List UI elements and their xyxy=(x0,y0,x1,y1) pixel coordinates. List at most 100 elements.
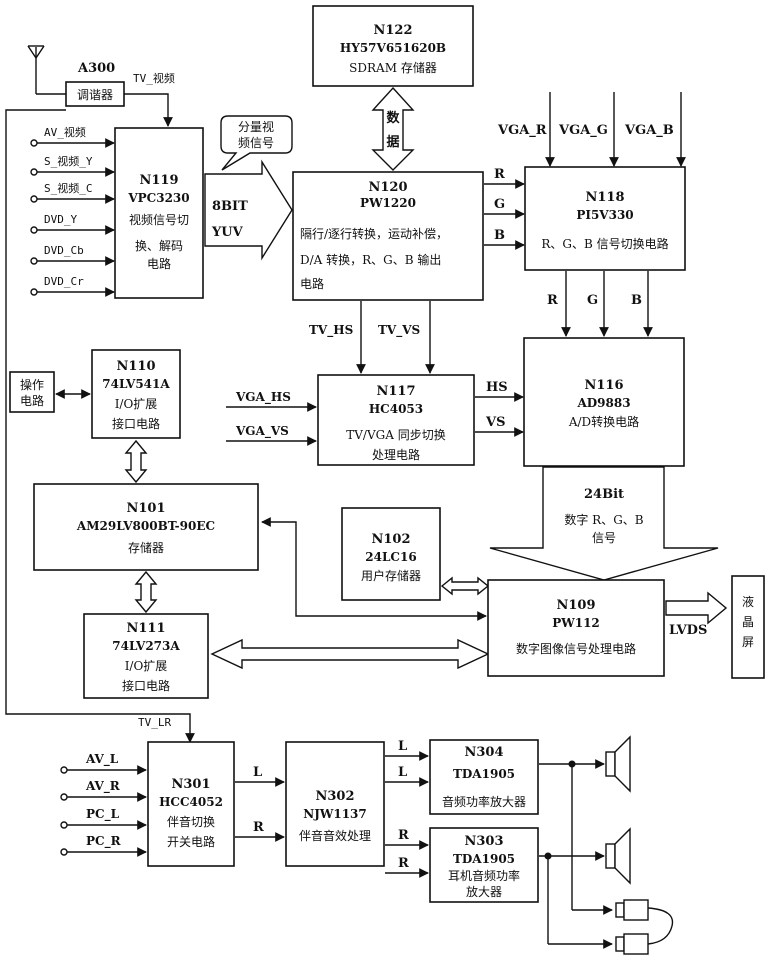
n119-line4: 电路 xyxy=(147,256,171,271)
n120-id: N120 xyxy=(368,180,407,195)
data-label-1: 数 xyxy=(386,110,400,126)
tv-lr-label: TV_LR xyxy=(138,716,171,729)
n110-line3: 接口电路 xyxy=(112,416,160,431)
n110-box xyxy=(91,349,181,439)
n122-id: N122 xyxy=(373,23,412,38)
n301-box xyxy=(147,741,235,867)
n118-id: N118 xyxy=(585,190,624,205)
n302-box xyxy=(285,741,385,867)
n303-line3: 放大器 xyxy=(466,884,502,899)
op-line2: 电路 xyxy=(20,393,44,408)
r-label-3: R xyxy=(253,820,264,835)
n101-n109-link xyxy=(261,517,487,621)
n122-line1: HY57V651620B xyxy=(340,41,446,55)
n304-id: N304 xyxy=(464,745,503,760)
video-input-3: DVD_Y xyxy=(30,213,115,235)
n102-box xyxy=(341,507,441,601)
n117-line1: HC4053 xyxy=(369,402,423,416)
n301-id: N301 xyxy=(171,777,210,792)
a300-id: A300 xyxy=(77,61,115,76)
n302-line1: NJW1137 xyxy=(303,807,367,821)
r-label-2: R xyxy=(547,293,558,308)
n118-line1: PI5V330 xyxy=(576,208,633,222)
b-label-2: B xyxy=(631,293,642,308)
n111-line1: 74LV273A xyxy=(112,639,180,653)
tv-hs-label: TV_HS xyxy=(309,323,353,338)
svg-text:S_视频_C: S_视频_C xyxy=(44,181,93,195)
tuner-label: 调谐器 xyxy=(77,88,113,102)
n303-box xyxy=(429,827,539,903)
vga-b-label: VGA_B xyxy=(624,123,674,138)
lcd-char-1: 液 xyxy=(742,594,754,609)
tv-lr-bus-line xyxy=(5,109,195,743)
n301-line3: 开关电路 xyxy=(167,834,215,849)
bit8-label: 8BIT xyxy=(212,199,248,214)
n102-line1: 24LC16 xyxy=(365,550,416,564)
n117-box xyxy=(317,374,475,466)
speaker-icon xyxy=(605,827,631,885)
r-label-5: R xyxy=(398,856,409,871)
n122-box xyxy=(312,5,474,87)
svg-text:DVD_Y: DVD_Y xyxy=(44,213,77,226)
audio-input-1: AV_R xyxy=(60,779,147,802)
n116-id: N116 xyxy=(584,378,623,393)
n119-line2: 视频信号切 xyxy=(129,212,189,227)
n303-line1: TDA1905 xyxy=(453,852,515,866)
n117-line2: TV/VGA 同步切换 xyxy=(346,428,445,442)
n301-line1: HCC4052 xyxy=(159,795,223,809)
n101-line2: 存储器 xyxy=(128,540,164,555)
vga-r-label: VGA_R xyxy=(497,123,547,138)
yuv-bus-arrow xyxy=(204,159,293,261)
n304-line1: TDA1905 xyxy=(453,767,515,781)
lvds-arrow xyxy=(665,591,728,625)
n116-line2: A/D转换电路 xyxy=(568,414,639,429)
svg-text:PC_R: PC_R xyxy=(86,834,122,849)
video-input-5: DVD_Cr xyxy=(30,275,115,297)
data-label-2: 据 xyxy=(386,134,399,150)
n109-line1: PW112 xyxy=(552,616,600,630)
vs-label: VS xyxy=(485,415,505,430)
n302-line2: 伴音音效处理 xyxy=(299,828,371,843)
headphones-icon xyxy=(615,899,674,955)
op-line1: 操作 xyxy=(20,377,44,392)
n119-line3: 换、解码 xyxy=(135,239,183,253)
r-label-4: R xyxy=(398,828,409,843)
hs-label: HS xyxy=(486,380,508,395)
tv-video-line xyxy=(124,93,173,127)
lcd-box xyxy=(731,575,765,679)
n118-box xyxy=(524,166,686,271)
n102-line2: 用户存储器 xyxy=(361,568,421,583)
g-label-1: G xyxy=(494,197,505,212)
svg-text:AV_L: AV_L xyxy=(85,752,119,767)
svg-text:AV_视频: AV_视频 xyxy=(44,125,86,139)
n302-id: N302 xyxy=(315,789,354,804)
l-label-1: L xyxy=(253,765,262,780)
video-input-1: S_视频_Y xyxy=(30,154,115,177)
l-label-3: L xyxy=(398,765,407,780)
audio-input-3: PC_R xyxy=(60,834,147,857)
speaker-icon xyxy=(605,735,631,793)
n120-line4: 电路 xyxy=(300,276,324,291)
n122-line2: SDRAM 存储器 xyxy=(349,60,437,75)
n120-line2: 隔行/逐行转换，运动补偿， xyxy=(300,226,448,241)
speaker-wiring xyxy=(539,759,613,949)
n102-id: N102 xyxy=(371,532,410,547)
op-circuit-box xyxy=(9,371,55,413)
g-label-2: G xyxy=(587,293,598,308)
n109-id: N109 xyxy=(556,598,595,613)
lcd-char-2: 晶 xyxy=(742,615,754,629)
video-input-2: S_视频_C xyxy=(30,181,115,204)
n111-line3: 接口电路 xyxy=(122,678,170,693)
n101-id: N101 xyxy=(126,501,165,516)
n101-box xyxy=(33,483,259,571)
n119-line1: VPC3230 xyxy=(127,191,189,205)
svg-text:AV_R: AV_R xyxy=(85,779,121,794)
lcd-char-3: 屏 xyxy=(742,635,754,649)
vga-vs-label: VGA_VS xyxy=(235,424,289,439)
n110-line1: 74LV541A xyxy=(102,377,170,391)
n101-n111-bus xyxy=(134,570,158,614)
n117-id: N117 xyxy=(376,384,415,399)
n111-line2: I/O扩展 xyxy=(125,659,168,673)
signal-label: 信号 xyxy=(592,531,616,545)
